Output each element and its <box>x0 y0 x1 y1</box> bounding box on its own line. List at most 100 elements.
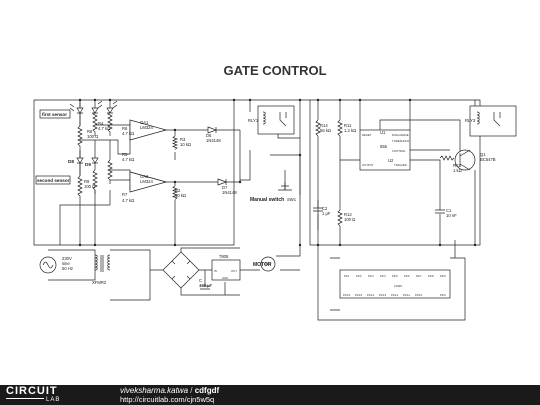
u1-label: U1 <box>380 130 386 135</box>
ic-pin: Pin8 <box>428 274 434 278</box>
r3-label: R3 <box>180 137 186 142</box>
ic-part-label: L293D <box>394 284 402 288</box>
r12-label: R12 <box>344 212 352 217</box>
r2-value: 10 kΩ <box>175 193 186 198</box>
r14-value: 56 kΩ <box>320 128 331 133</box>
manual-switch-label: Manual switch <box>250 197 284 203</box>
ic-pin: Pin7 <box>416 274 422 278</box>
separator: / <box>188 386 195 395</box>
d7-part: 1N4148 <box>222 190 237 195</box>
resistor-r2 <box>172 185 178 200</box>
second-sensor-box <box>35 175 71 185</box>
sw1-label: SW1 <box>287 197 297 202</box>
diode-d8 <box>76 150 84 176</box>
u1-part: 555 <box>380 144 388 149</box>
ic-pin: Pin6 <box>404 274 410 278</box>
diode-d7 <box>217 178 227 186</box>
rly3-label: RLY3 <box>465 118 476 123</box>
xfmr-label: XFMR2 <box>92 280 107 285</box>
resistor-r8 <box>77 125 83 150</box>
d8-label: D8 <box>68 159 74 164</box>
r11-label: R11 <box>344 123 352 128</box>
regulator-out-pin: OUT <box>231 269 237 273</box>
r8-value: 100 Ω <box>87 134 98 139</box>
r4-value: 4.7 kΩ <box>98 126 110 131</box>
r2-label: R2 <box>175 188 181 193</box>
bridge-rectifier <box>162 251 200 289</box>
r9-label: R9 <box>84 179 90 184</box>
r13-label: R13 <box>453 163 461 168</box>
r4-label: R4 <box>98 121 104 126</box>
capacitor-c1 <box>435 209 445 214</box>
r9-value: 100 Ω <box>84 184 95 189</box>
logo-wire-line <box>6 398 44 399</box>
resistor-r13 <box>439 155 455 161</box>
q1-part: BC547B <box>480 157 496 162</box>
r8-label: R8 <box>87 129 93 134</box>
ic-pin: Pin12 <box>391 293 399 297</box>
ic-pin: Pin10 <box>415 293 423 297</box>
timer-u1-555 <box>359 129 411 171</box>
diagram-title: GATE CONTROL <box>223 63 326 78</box>
r14-label: R14 <box>320 123 328 128</box>
c1-value: 10 nF <box>446 213 457 218</box>
ic-pin: Pin9 <box>440 274 446 278</box>
u1-pin-threshold: THRESHOLD <box>392 139 409 143</box>
c2-value: 1 μF <box>322 211 331 216</box>
transformer-xfmr2 <box>94 254 111 272</box>
wires-power <box>48 247 260 301</box>
opamp-oa2 <box>129 171 168 193</box>
resistor-r11 <box>337 119 343 137</box>
regulator-in-pin: IN <box>214 269 217 273</box>
driver-bottom-pins: Pin16 Pin15 Pin14 Pin13 Pin12 Pin11 Pin1… <box>343 284 446 297</box>
resistor-r6 <box>107 111 113 136</box>
u2-label: U2 <box>388 158 394 163</box>
r5-label: R5 <box>122 152 128 157</box>
relay-rly3 <box>469 105 517 137</box>
project-name[interactable]: cdfgdf <box>194 386 220 395</box>
r6-value: 4.7 kΩ <box>122 131 134 136</box>
motor <box>260 256 276 272</box>
r11-value: 1.2 kΩ <box>344 128 356 133</box>
oa1-label: OA1 <box>140 120 149 125</box>
ac-source <box>39 256 57 274</box>
ic-pin: Pin1 <box>344 274 350 278</box>
cap-c-label: C <box>199 278 202 283</box>
source-type: sine <box>62 261 70 266</box>
project-url[interactable]: http://circuitlab.com/cjn5w5q <box>120 395 215 404</box>
u1-pin-control: CONTROL <box>392 149 406 153</box>
logo-circuit-text: CIRCUIT <box>6 385 58 397</box>
diode-d6 <box>207 126 217 134</box>
regulator-label: 7805 <box>219 254 229 259</box>
author-link[interactable]: viveksharma.katwa <box>120 386 189 395</box>
logo-lab-text: LAB <box>46 397 61 403</box>
photodiode-1 <box>69 100 84 126</box>
d9-label: D9 <box>85 162 91 167</box>
d6-label: D6 <box>206 133 212 138</box>
c1-label: C1 <box>446 208 452 213</box>
photodiode-2 <box>91 100 103 114</box>
ic-pin: Pin5 <box>392 274 398 278</box>
d6-part: 1N4148 <box>206 138 221 143</box>
opamp-oa1 <box>129 119 168 141</box>
ic-pin: Pin13 <box>379 293 387 297</box>
ic-pin: Pin14 <box>367 293 375 297</box>
manual-switch-sw1 <box>278 182 292 191</box>
ic-pin: Pin11 <box>403 293 410 297</box>
ic-pin: Pin2 <box>356 274 362 278</box>
r7-label: R7 <box>122 192 128 197</box>
oa2-part: LM324 <box>140 179 153 184</box>
source-voltage: 230V <box>62 256 72 261</box>
relay-rly1 <box>257 105 295 135</box>
regulator-7805 <box>211 259 241 281</box>
rly1-label: RLY1 <box>248 118 259 123</box>
cap-c-value: 470 μF <box>199 283 213 288</box>
resistor-r14 <box>315 119 321 137</box>
driver-top-pins: Pin1 Pin2 Pin3 Pin4 Pin5 Pin6 Pin7 Pin8 … <box>344 274 446 278</box>
resistor-r5 <box>107 159 113 184</box>
r3-value: 10 kΩ <box>180 142 191 147</box>
circuitlab-logo[interactable]: CIRCUIT LAB <box>6 385 59 403</box>
r5-value: 4.7 kΩ <box>122 157 134 162</box>
attribution: viveksharma.katwa / cdfgdf http://circui… <box>120 386 219 404</box>
c2-label: C2 <box>322 206 328 211</box>
